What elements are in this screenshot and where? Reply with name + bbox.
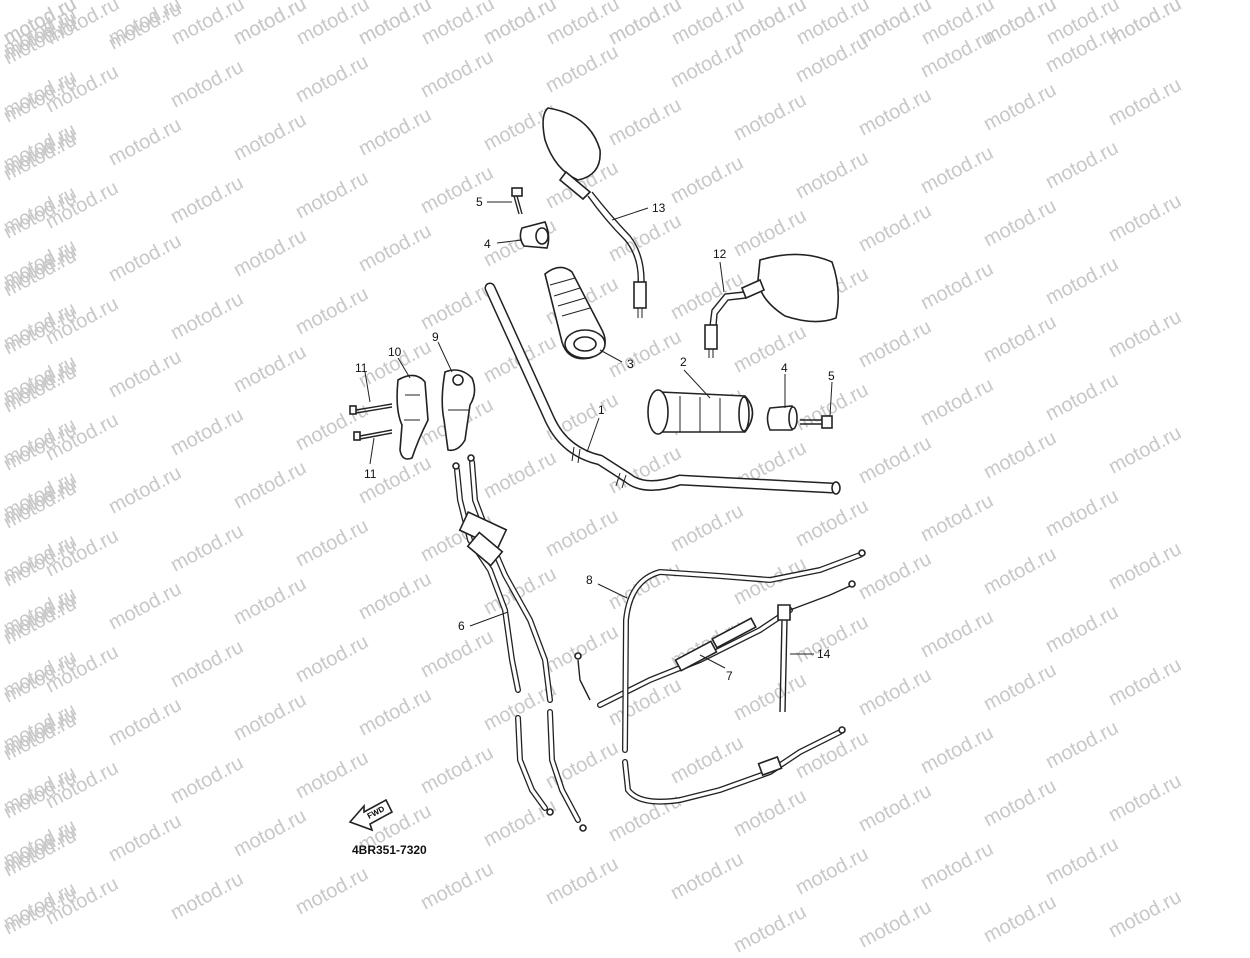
holder-upper[interactable]	[396, 374, 429, 460]
grip-right[interactable]	[647, 389, 754, 435]
holder-lower[interactable]	[441, 369, 476, 452]
handlebar[interactable]	[484, 282, 841, 495]
callout-14: 14	[817, 647, 831, 661]
callout-4-upper: 4	[484, 237, 491, 251]
callout-3: 3	[627, 357, 634, 371]
callout-10: 10	[388, 345, 402, 359]
bolt-upper[interactable]	[511, 187, 523, 215]
callout-6: 6	[458, 619, 465, 633]
callout-labels: 1 2 3 4 4 5 5 6 7 8 9 10 11 11 12 13 14	[355, 195, 835, 683]
diagram-code: 4BR351-7320	[352, 843, 427, 857]
callout-4-right: 4	[781, 361, 788, 375]
grip-left[interactable]	[544, 266, 606, 360]
bar-end-weight-right[interactable]	[766, 405, 798, 431]
callout-12: 12	[713, 247, 727, 261]
callout-1: 1	[598, 403, 605, 417]
callout-9: 9	[432, 330, 439, 344]
callout-5-right: 5	[828, 369, 835, 383]
parts-diagram: FWD 1 2 3 4 4 5 5 6 7 8 9 10 11 11	[348, 107, 866, 832]
leader-lines	[364, 201, 833, 669]
callout-11-upper: 11	[355, 361, 368, 375]
bolt-right[interactable]	[800, 415, 833, 429]
screw-lower[interactable]	[353, 429, 393, 441]
callout-8: 8	[586, 573, 593, 587]
callout-11-lower: 11	[364, 467, 377, 481]
brake-cable[interactable]	[622, 549, 866, 805]
throttle-cable[interactable]	[452, 454, 587, 832]
callout-2: 2	[680, 355, 687, 369]
callout-5-upper: 5	[476, 195, 483, 209]
mirror-right[interactable]	[704, 253, 840, 358]
fwd-arrow: FWD	[348, 798, 394, 832]
callout-13: 13	[652, 201, 666, 215]
mirror-left[interactable]	[542, 107, 647, 318]
cable-tie[interactable]	[777, 604, 791, 713]
screw-upper[interactable]	[349, 403, 393, 415]
callout-7: 7	[726, 669, 733, 683]
clutch-cable[interactable]	[574, 580, 856, 708]
bar-end-weight-upper[interactable]	[519, 221, 550, 249]
